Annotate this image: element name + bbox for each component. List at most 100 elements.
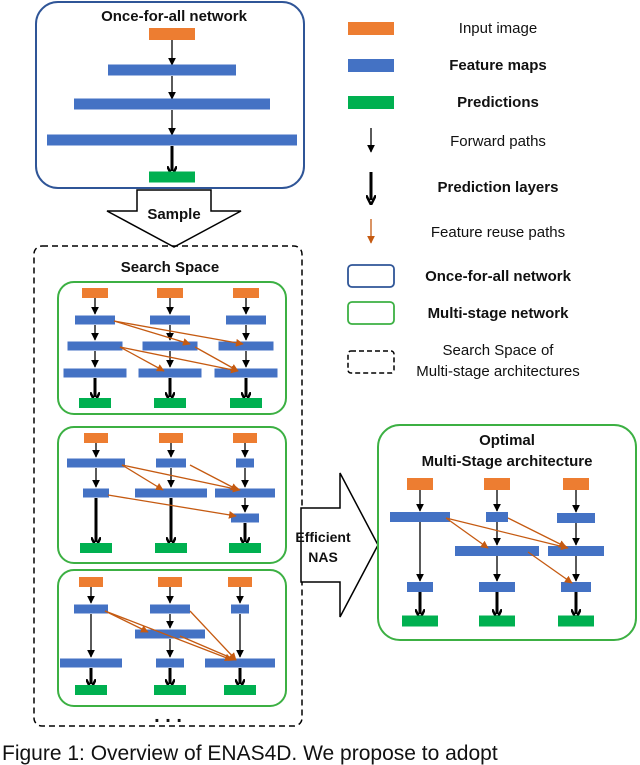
- feature-reuse-arrow: [113, 320, 191, 346]
- legend-item-predlayer: Prediction layers: [371, 172, 558, 200]
- feature-reuse-arrow: [113, 320, 244, 347]
- input-image-block: [484, 478, 510, 490]
- legend-item-ofa_box: Once-for-all network: [347, 264, 572, 288]
- feature-map-block: [390, 512, 450, 522]
- feature-reuse-arrow: [527, 551, 573, 584]
- feature-map-block: [142, 341, 198, 351]
- optimal-title-line2: Multi-Stage architecture: [422, 453, 593, 470]
- feature-map-block: [156, 658, 184, 668]
- prediction-block: [230, 398, 262, 408]
- prediction-block: [154, 685, 186, 695]
- input-image-block: [79, 577, 103, 587]
- feature-reuse-arrow: [121, 464, 241, 493]
- legend-label: Feature reuse paths: [431, 224, 565, 241]
- feature-reuse-arrow: [194, 346, 239, 372]
- ofa-network-blocks: [47, 28, 297, 183]
- input-image-block: [159, 433, 183, 443]
- feature-map-block: [226, 315, 266, 325]
- feature-map-block: [47, 134, 297, 146]
- feature-map-block: [156, 458, 186, 468]
- legend-item-forward: Forward paths: [367, 128, 546, 153]
- feature-reuse-arrow: [121, 464, 164, 491]
- feature-map-block: [548, 546, 604, 556]
- feature-reuse-arrow: [119, 346, 165, 372]
- legend-swatch-prediction: [348, 96, 394, 109]
- efficient-nas-label-line1: Efficient: [295, 529, 351, 545]
- feature-map-block: [135, 629, 205, 639]
- legend-item-prediction: Predictions: [348, 94, 539, 111]
- feature-reuse-arrow: [189, 464, 239, 491]
- input-image-block: [158, 577, 182, 587]
- candidate-network-1: [63, 288, 278, 408]
- legend-label-line2: Multi-stage architectures: [416, 363, 579, 380]
- sample-label: Sample: [147, 206, 200, 223]
- input-image-block: [228, 577, 252, 587]
- feature-map-block: [74, 98, 270, 110]
- input-image-block: [157, 288, 183, 298]
- search-space-title: Search Space: [121, 259, 219, 276]
- feature-map-block: [205, 658, 275, 668]
- legend-swatch-ofa-box: [347, 264, 395, 288]
- feature-map-block: [486, 512, 508, 522]
- legend-swatch-input: [348, 22, 394, 35]
- input-image-block: [563, 478, 589, 490]
- feature-map-block: [83, 488, 109, 498]
- feature-map-block: [231, 604, 249, 614]
- input-image-block: [84, 433, 108, 443]
- feature-map-block: [407, 582, 433, 592]
- optimal-title-line1: Optimal: [479, 432, 535, 449]
- ofa-panel-title: Once-for-all network: [101, 8, 248, 25]
- input-image-block: [407, 478, 433, 490]
- feature-map-block: [231, 513, 259, 523]
- feature-map-block: [455, 546, 539, 556]
- input-image-block: [233, 433, 257, 443]
- sample-arrow-shape: [106, 189, 242, 248]
- legend-item-feature: Feature maps: [348, 57, 547, 74]
- legend-swatch-feature: [348, 59, 394, 72]
- feature-map-block: [74, 604, 108, 614]
- input-image-block: [233, 288, 259, 298]
- feature-map-block: [214, 368, 278, 378]
- sample-arrow: Sample: [106, 189, 242, 248]
- feature-map-block: [150, 604, 190, 614]
- search-space-border: [33, 245, 303, 727]
- legend-swatch-search-space-box: [347, 350, 395, 374]
- prediction-block: [402, 615, 438, 627]
- feature-map-block: [60, 658, 122, 668]
- feature-map-block: [557, 513, 595, 523]
- prediction-block: [558, 615, 594, 627]
- legend-label: Input image: [459, 20, 537, 37]
- search-space-panel: Search Space . . .: [33, 245, 303, 727]
- legend-item-ms_box: Multi-stage network: [347, 301, 570, 325]
- input-image-block: [82, 288, 108, 298]
- legend-label: Prediction layers: [438, 179, 559, 196]
- feature-reuse-arrow: [104, 610, 149, 633]
- legend-item-ss_box: Search Space of Multi-stage architectures: [347, 342, 580, 380]
- legend-label: Search Space of: [443, 342, 555, 359]
- feature-map-block: [218, 341, 274, 351]
- efficient-nas-arrow: Efficient NAS: [295, 472, 379, 618]
- feature-reuse-arrow: [179, 635, 237, 661]
- feature-reuse-arrow: [507, 517, 567, 548]
- legend-label: Multi-stage network: [428, 305, 570, 322]
- efficient-nas-label-line2: NAS: [308, 549, 338, 565]
- feature-map-block: [215, 488, 275, 498]
- feature-map-block: [75, 315, 115, 325]
- prediction-block: [479, 615, 515, 627]
- optimal-architecture-panel: Optimal Multi-Stage architecture: [377, 424, 637, 641]
- legend-label: Feature maps: [449, 57, 547, 74]
- feature-map-block: [150, 315, 190, 325]
- legend-swatch-ms-box: [347, 301, 395, 325]
- candidate-network-2: [67, 433, 275, 553]
- feature-map-block: [135, 488, 207, 498]
- feature-reuse-arrow: [445, 517, 569, 551]
- legend-label: Forward paths: [450, 133, 546, 150]
- feature-map-block: [63, 368, 127, 378]
- feature-map-block: [67, 458, 125, 468]
- search-space-ellipsis: . . .: [154, 705, 182, 727]
- feature-map-block: [561, 582, 591, 592]
- feature-reuse-arrow: [119, 346, 239, 374]
- prediction-block: [154, 398, 186, 408]
- feature-map-block: [479, 582, 515, 592]
